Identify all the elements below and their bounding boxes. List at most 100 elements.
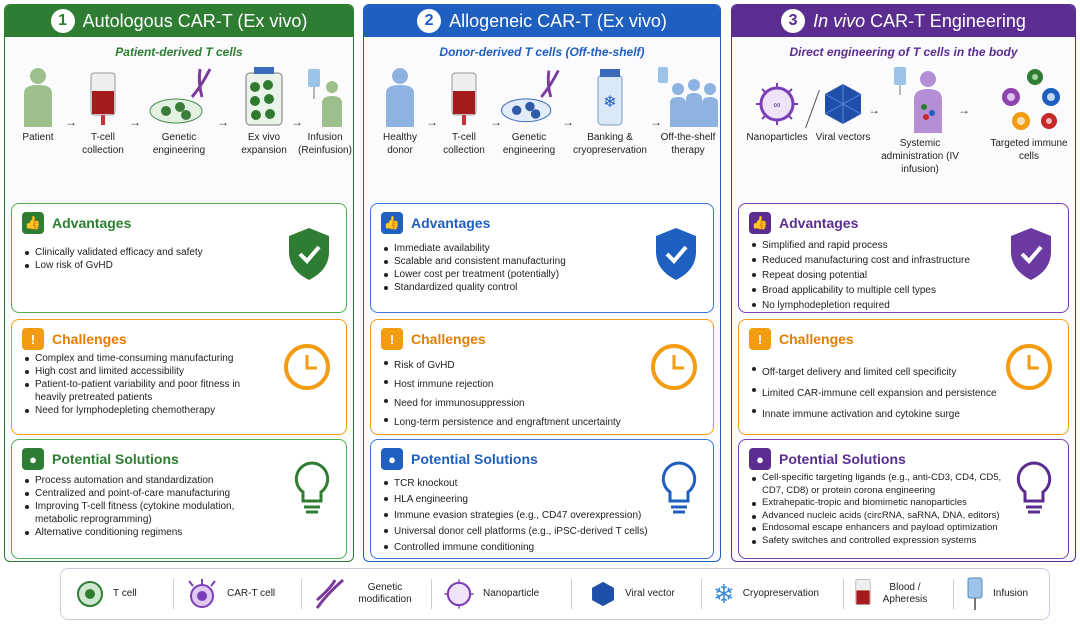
list-item: High cost and limited accessibility [24, 365, 254, 378]
solutions-panel: ● Potential Solutions Cell-specific targe… [738, 439, 1069, 559]
column-header: 2 Allogeneic CAR-T (Ex vivo) [364, 5, 720, 37]
legend-item-genetic-modification: Genetic modification [313, 569, 415, 619]
list-item: Process automation and standardization [24, 474, 264, 487]
column-subtitle: Direct engineering of T cells in the bod… [789, 45, 1018, 59]
warning-icon: ! [22, 328, 44, 350]
challenges-list: Complex and time-consuming manufacturing… [24, 352, 254, 417]
thumbs-up-icon: 👍 [749, 212, 771, 234]
list-item: Reduced manufacturing cost and infrastru… [751, 253, 970, 268]
column-title: In vivo CAR-T Engineering [813, 10, 1026, 31]
clock-icon [1006, 344, 1052, 390]
list-item: Immediate availability [383, 242, 566, 255]
column-allogeneic: 2 Allogeneic CAR-T (Ex vivo) Donor-deriv… [363, 4, 721, 562]
step-donor: Healthy donor [372, 67, 428, 157]
warning-icon: ! [749, 328, 771, 350]
panel-title: Advantages [779, 215, 859, 231]
dna-dish-icon [501, 69, 560, 123]
bulb-outline-icon [1016, 461, 1052, 514]
workflow: Healthy donor → T-cell collection → Gene… [364, 67, 720, 197]
panel-title: Potential Solutions [52, 451, 179, 467]
panel-title: Challenges [411, 331, 486, 347]
list-item: Low risk of GvHD [24, 259, 203, 272]
panel-title: Challenges [779, 331, 854, 347]
list-item: Patient-to-patient variability and poor … [24, 378, 254, 404]
viral-vector-icon [824, 84, 862, 124]
list-item: Limited CAR-immune cell expansion and pe… [751, 383, 1021, 404]
challenges-panel: !Challenges Complex and time-consuming m… [11, 319, 347, 435]
step-collection: T-cell collection [434, 67, 494, 157]
nanoparticle-icon [444, 579, 474, 609]
list-item: Need for lymphodepleting chemotherapy [24, 404, 254, 417]
step-viral-vectors: Viral vectors [814, 81, 872, 144]
advantages-panel: 👍Advantages Clinically validated efficac… [11, 203, 347, 313]
svg-text:∞: ∞ [773, 100, 780, 111]
panel-title: Potential Solutions [411, 451, 538, 467]
list-item: Controlled immune conditioning [383, 540, 653, 556]
list-item: Complex and time-consuming manufacturing [24, 352, 254, 365]
blood-bag-icon [90, 72, 116, 125]
solutions-list: Cell-specific targeting ligands (e.g., a… [751, 472, 1019, 547]
column-title: Autologous CAR-T (Ex vivo) [82, 10, 308, 31]
lightbulb-icon: ● [381, 448, 403, 470]
blood-bag-icon [855, 579, 871, 606]
column-title: Allogeneic CAR-T (Ex vivo) [449, 10, 667, 31]
dna-dish-icon [149, 68, 212, 124]
lightbulb-icon: ● [749, 448, 771, 470]
column-number: 3 [781, 9, 806, 33]
column-number: 1 [50, 9, 75, 33]
step-administration: Systemic administration (IV infusion) [878, 67, 962, 176]
cryo-vial-icon: ❄ [597, 69, 623, 126]
step-collection: T-cell collection [73, 67, 133, 157]
list-item: Immune evasion strategies (e.g., CD47 ov… [383, 508, 653, 524]
shield-check-icon [1011, 228, 1051, 280]
list-item: Cell-specific targeting ligands (e.g., a… [751, 472, 1019, 497]
column-number: 2 [417, 9, 442, 33]
infusion-body-icon [894, 67, 942, 133]
workflow: ∞ Nanoparticles Viral vectors → Systemic… [732, 67, 1075, 197]
step-patient: Patient [9, 67, 67, 144]
legend: T cell CAR-T cell Genetic modification N… [60, 568, 1050, 620]
list-item: Endosomal escape enhancers and payload o… [751, 522, 1019, 535]
step-banking: ❄ Banking & cryopreservation [570, 67, 650, 157]
infusion-patient-icon [308, 69, 342, 127]
step-expansion: Ex vivo expansion [229, 67, 299, 157]
list-item: Safety switches and controlled expressio… [751, 535, 1019, 548]
step-nanoparticles: ∞ Nanoparticles [744, 81, 810, 144]
thumbs-up-icon: 👍 [22, 212, 44, 234]
legend-item-car-t-cell: CAR-T cell [185, 569, 275, 619]
donor-icon [386, 68, 414, 127]
list-item: Broad applicability to multiple cell typ… [751, 283, 970, 298]
car-t-cell-icon [188, 579, 216, 608]
thumbs-up-icon: 👍 [381, 212, 403, 234]
legend-item-viral-vector: Viral vector [589, 569, 675, 619]
list-item: Simplified and rapid process [751, 238, 970, 253]
legend-item-infusion: Infusion [965, 569, 1028, 619]
step-therapy: Off-the-shelf therapy [654, 67, 722, 157]
advantages-panel: 👍 Advantages Simplified and rapid process… [738, 203, 1069, 313]
column-header: 1 Autologous CAR-T (Ex vivo) [5, 5, 353, 37]
list-item: Lower cost per treatment (potentially) [383, 268, 566, 281]
list-item: Off-target delivery and limited cell spe… [751, 362, 1021, 383]
workflow: Patient → T-cell collection → Genetic en… [5, 67, 353, 197]
blood-bag-icon [451, 72, 477, 125]
bulb-outline-icon [661, 461, 697, 514]
step-targets: Targeted immune cells [984, 67, 1074, 163]
nanoparticle-icon: ∞ [756, 83, 798, 125]
challenges-panel: ! Challenges Off-target delivery and limi… [738, 319, 1069, 435]
list-item: Repeat dosing potential [751, 268, 970, 283]
panel-title: Potential Solutions [779, 451, 906, 467]
clock-icon [284, 344, 330, 390]
list-item: Long-term persistence and engraftment un… [383, 413, 653, 432]
column-subtitle: Donor-derived T cells (Off-the-shelf) [439, 45, 645, 59]
step-engineering: Genetic engineering [494, 67, 564, 157]
advantages-list: Clinically validated efficacy and safety… [24, 246, 203, 272]
legend-item-cryopreservation: ❄ Cryopreservation [713, 579, 819, 609]
